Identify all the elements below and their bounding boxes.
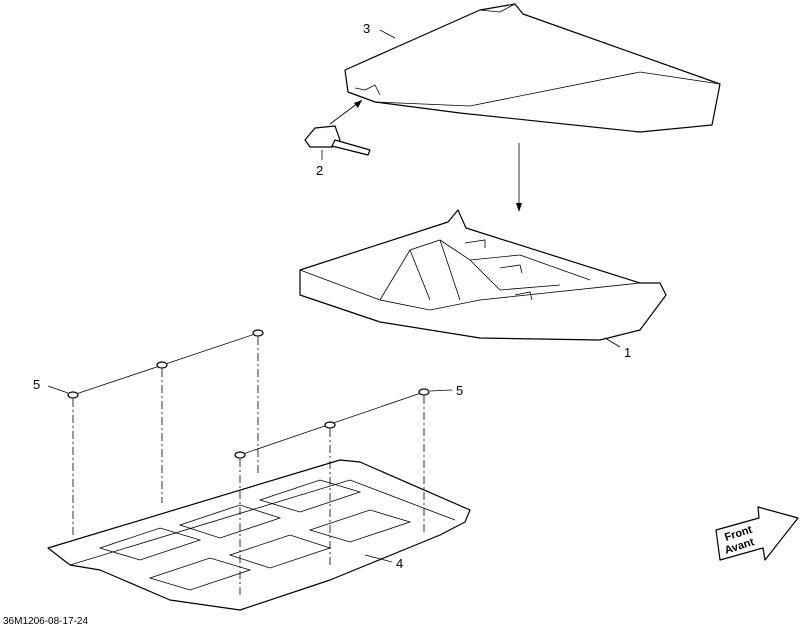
callout-4: 4 <box>396 556 403 571</box>
callout-1: 1 <box>624 345 631 360</box>
leader-5-right <box>429 389 453 392</box>
part-3-seat[interactable] <box>344 3 721 133</box>
part-2-latch[interactable] <box>304 125 371 156</box>
arrowhead-icon <box>516 203 522 212</box>
leader-4 <box>364 554 393 563</box>
part-1-base[interactable] <box>299 209 667 341</box>
callout-5-right: 5 <box>456 383 463 398</box>
leader-3 <box>379 29 396 39</box>
part-4-skid-plate[interactable] <box>47 459 471 611</box>
callout-2: 2 <box>316 163 323 178</box>
part-5-screws[interactable] <box>67 329 430 597</box>
callout-5-left: 5 <box>33 377 40 392</box>
leader-5-left <box>47 385 69 394</box>
front-direction-arrow: Front Avant <box>715 506 799 561</box>
drawing-code: 36M1206-08-17-24 <box>3 616 88 627</box>
leader-1 <box>604 337 621 348</box>
arrowhead-icon <box>354 100 362 108</box>
callout-3: 3 <box>363 21 370 36</box>
